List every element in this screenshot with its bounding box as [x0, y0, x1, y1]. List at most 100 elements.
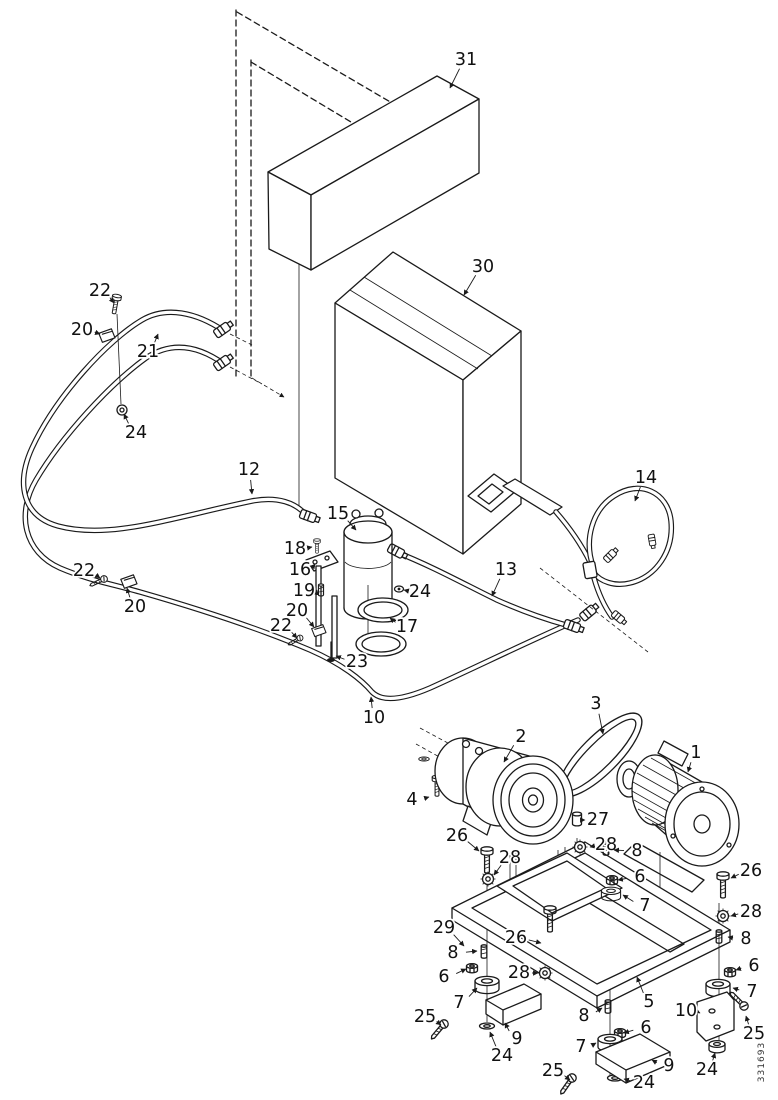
callout-8: 8: [631, 841, 642, 861]
callout-14: 14: [635, 468, 657, 488]
leader-24: [623, 1077, 632, 1083]
leader-2: [503, 745, 515, 763]
compressor-pulley: [492, 755, 574, 845]
leader-18: [306, 545, 313, 551]
hose-fitting: [647, 533, 658, 550]
leader-12: [248, 479, 255, 495]
leader-13: [491, 578, 501, 597]
lock-washer-28: [479, 870, 497, 888]
stud-8: [480, 944, 488, 959]
hose-fitting: [610, 609, 629, 627]
callout-17: 17: [396, 617, 418, 637]
lock-washer-28: [536, 964, 554, 982]
leader-8: [465, 948, 478, 955]
callout-12: 12: [238, 460, 260, 480]
callout-10: 10: [363, 708, 385, 728]
leader-4: [423, 795, 430, 802]
callout-22: 22: [73, 561, 95, 581]
callout-24: 24: [696, 1060, 718, 1080]
leader-6: [735, 965, 742, 971]
leader-22: [108, 297, 115, 304]
duct-box-31: [267, 75, 480, 271]
hose-14-union: [582, 560, 598, 580]
leader-26: [467, 841, 480, 852]
callout-6: 6: [634, 867, 645, 887]
washer-24: [478, 1022, 496, 1030]
callout-7: 7: [453, 993, 464, 1013]
callout-layer: 3130222021241222201518161920222324171314…: [69, 48, 767, 1095]
grommet-24: [116, 404, 128, 416]
leader-24: [710, 1052, 717, 1062]
leader-25: [564, 1074, 571, 1081]
callout-18: 18: [284, 539, 306, 559]
callout-4: 4: [406, 790, 417, 810]
callout-1: 1: [690, 743, 701, 763]
nut-6: [465, 963, 479, 974]
callout-7: 7: [639, 896, 650, 916]
leader-6: [617, 876, 628, 882]
callout-5: 5: [643, 992, 654, 1012]
leader-26: [528, 939, 542, 945]
callout-9: 9: [511, 1029, 522, 1049]
callout-9: 9: [663, 1056, 674, 1076]
callout-20: 20: [286, 601, 308, 621]
callout-26: 26: [446, 826, 468, 846]
hose-14-loop: [586, 485, 675, 587]
bracket-9: [595, 1033, 671, 1084]
hardware: [427, 811, 751, 1098]
leader-25: [744, 1015, 751, 1025]
leader-21: [153, 333, 159, 344]
callout-19: 19: [293, 581, 315, 601]
leader-17: [389, 617, 396, 624]
callout-20: 20: [71, 320, 93, 340]
hose-fitting: [562, 618, 586, 635]
leader-28: [730, 912, 739, 918]
leader-24: [403, 588, 410, 594]
leader-22: [94, 572, 101, 579]
callout-26: 26: [505, 928, 527, 948]
callout-22: 22: [270, 616, 292, 636]
callout-21: 21: [137, 342, 159, 362]
compressor: [418, 737, 574, 845]
leader-24: [489, 1031, 497, 1048]
hose-fitting: [298, 508, 322, 525]
drawing-number: 331693: [757, 1042, 767, 1082]
leader-3: [598, 713, 605, 735]
callout-24: 24: [409, 582, 431, 602]
callout-6: 6: [640, 1018, 651, 1038]
lock-washer-28: [571, 838, 589, 856]
hose-fitting: [212, 351, 236, 372]
washer: [418, 756, 430, 762]
condenser-box-30: [334, 251, 563, 555]
motor-end-cap: [664, 781, 740, 867]
leader-14: [634, 486, 641, 502]
callout-27: 27: [587, 810, 609, 830]
callout-29: 29: [433, 918, 455, 938]
callout-16: 16: [289, 560, 311, 580]
leader-7: [622, 894, 634, 902]
callout-7: 7: [575, 1037, 586, 1057]
callout-10: 10: [675, 1001, 697, 1021]
leader-25: [435, 1019, 442, 1026]
callout-23: 23: [346, 652, 368, 672]
callout-8: 8: [447, 943, 458, 963]
wall-reference-dashes: [229, 9, 393, 511]
callout-20: 20: [124, 597, 146, 617]
callout-26: 26: [740, 861, 762, 881]
lock-washer-28: [714, 907, 732, 925]
hose-fitting: [386, 542, 410, 562]
leader-31: [449, 68, 460, 89]
leader-6: [623, 1028, 634, 1035]
clamp-20: [120, 574, 138, 589]
leader-6: [456, 968, 467, 974]
mounting-frame: [451, 838, 731, 1076]
leader-7: [732, 986, 740, 993]
callout-28: 28: [595, 835, 617, 855]
leader-7: [590, 1042, 597, 1048]
hose-assembly: [20, 309, 675, 702]
callout-24: 24: [491, 1046, 513, 1066]
bolt-22: [108, 293, 123, 315]
callout-3: 3: [590, 694, 601, 714]
callout-6: 6: [438, 967, 449, 987]
